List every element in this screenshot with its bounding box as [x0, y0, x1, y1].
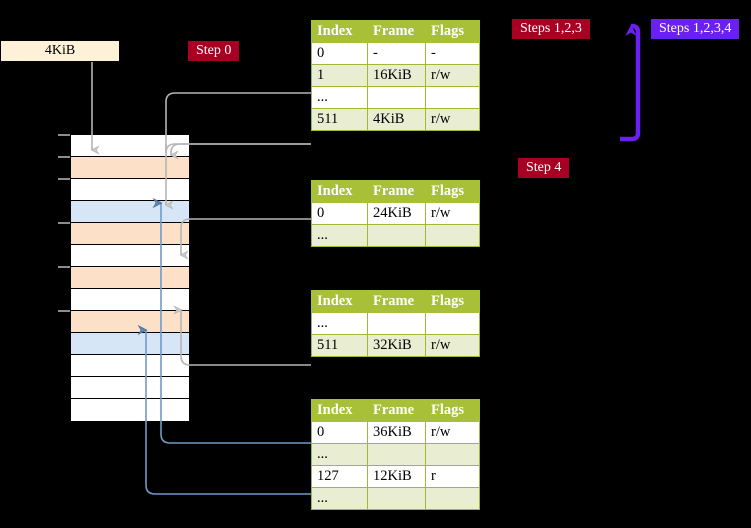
table-cell-index: 0: [311, 42, 368, 65]
memory-frame-row: [71, 333, 189, 355]
column-header-frame: Frame: [367, 180, 426, 203]
table-cell-frame: 36KiB: [367, 421, 426, 444]
table-cell-flags: r/w: [425, 202, 480, 225]
table-cell-index: ...: [311, 443, 368, 466]
table-cell-frame: 12KiB: [367, 465, 426, 488]
table-cell-frame: [367, 312, 426, 335]
source-frame-box: 4KiB: [0, 40, 120, 62]
column-header-index: Index: [311, 290, 368, 313]
badge-steps-1234-label: Steps 1,2,3,4: [659, 21, 732, 36]
table-cell-frame: [367, 224, 426, 247]
table-row: ...: [311, 86, 480, 109]
badge-steps-123-label: Steps 1,2,3: [520, 21, 582, 36]
table-row: ...: [311, 312, 480, 335]
table-cell-index: ...: [311, 487, 368, 510]
table-cell-flags: r/w: [425, 64, 480, 87]
table-cell-frame: [367, 86, 426, 109]
table-cell-index: ...: [311, 86, 368, 109]
memory-frame-row: [71, 267, 189, 289]
physical-memory-grid: [70, 134, 190, 421]
table-cell-flags: [425, 224, 480, 247]
badge-steps-1234: Steps 1,2,3,4: [651, 19, 740, 40]
table-row: 0--: [311, 42, 480, 65]
table-cell-flags: r/w: [425, 334, 480, 357]
table-cell-flags: -: [425, 42, 480, 65]
column-header-frame: Frame: [367, 399, 426, 422]
table-cell-index: ...: [311, 224, 368, 247]
wire-table2-to-memory: [181, 310, 311, 366]
badge-step-4: Step 4: [518, 158, 570, 179]
table-cell-frame: 4KiB: [367, 108, 426, 131]
table-cell-index: 511: [311, 108, 368, 131]
table-cell-index: 127: [311, 465, 368, 488]
column-header-index: Index: [311, 180, 368, 203]
column-header-index: Index: [311, 399, 368, 422]
memory-frame-row: [71, 289, 189, 311]
memory-frame-row: [71, 179, 189, 201]
memory-frame-row: [71, 245, 189, 267]
column-header-flags: Flags: [425, 180, 480, 203]
wire-table3-to-memory: [181, 218, 311, 255]
table-cell-frame: 24KiB: [367, 202, 426, 225]
memory-frame-row: [71, 377, 189, 399]
table-cell-frame: [367, 487, 426, 510]
table-cell-frame: -: [367, 42, 426, 65]
table-cell-flags: r/w: [425, 108, 480, 131]
memory-frame-row: [71, 311, 189, 333]
arrow-steps-1234-bracket: [620, 23, 641, 142]
column-header-flags: Flags: [425, 290, 480, 313]
table-cell-flags: [425, 312, 480, 335]
table-cell-index: ...: [311, 312, 368, 335]
memory-frame-row: [71, 201, 189, 223]
table-cell-index: 511: [311, 334, 368, 357]
source-frame-label: 4KiB: [44, 43, 76, 58]
column-header-index: Index: [311, 20, 368, 43]
table-cell-index: 0: [311, 202, 368, 225]
badge-step-4-label: Step 4: [526, 160, 562, 175]
badge-step-0-label: Step 0: [196, 43, 232, 58]
memory-frame-row: [71, 355, 189, 377]
badge-steps-123: Steps 1,2,3: [512, 19, 590, 40]
memory-frame-row: [71, 157, 189, 179]
memory-frame-row: [71, 135, 189, 157]
table-cell-index: 0: [311, 421, 368, 444]
table-cell-flags: r/w: [425, 421, 480, 444]
column-header-frame: Frame: [367, 20, 426, 43]
table-row: ...: [311, 224, 480, 247]
table-cell-frame: [367, 443, 426, 466]
table-cell-frame: 32KiB: [367, 334, 426, 357]
table-cell-flags: [425, 86, 480, 109]
badge-step-0: Step 0: [188, 41, 240, 62]
table-row: ...: [311, 443, 480, 466]
table-cell-flags: r: [425, 465, 480, 488]
column-header-flags: Flags: [425, 20, 480, 43]
table-row: ...: [311, 487, 480, 510]
table-cell-flags: [425, 487, 480, 510]
table-cell-frame: 16KiB: [367, 64, 426, 87]
table-cell-flags: [425, 443, 480, 466]
memory-frame-row: [71, 399, 189, 421]
memory-grid-ticks: [58, 134, 70, 312]
column-header-flags: Flags: [425, 399, 480, 422]
table-cell-index: 1: [311, 64, 368, 87]
column-header-frame: Frame: [367, 290, 426, 313]
memory-frame-row: [71, 223, 189, 245]
